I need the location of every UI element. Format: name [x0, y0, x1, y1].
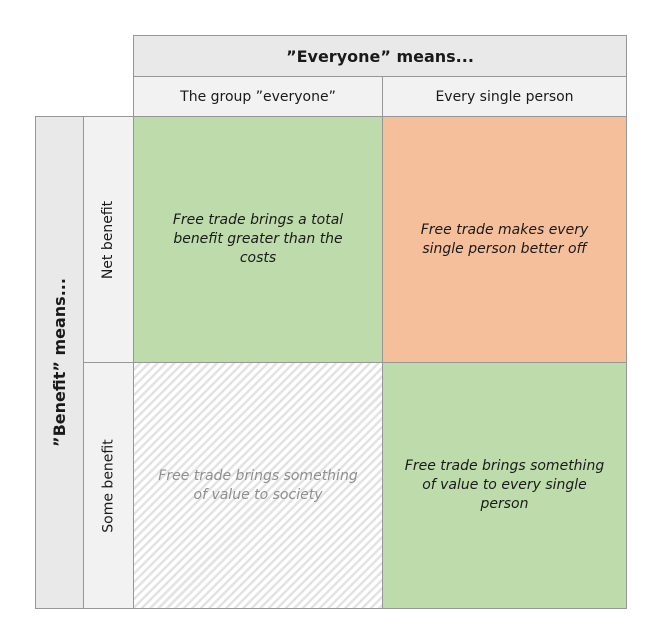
quadrant-text-line: of value to every single	[422, 477, 587, 493]
col-header-cell-group-everyone: The group ”everyone”	[133, 76, 383, 117]
row-header-title: ”Benefit” means...	[50, 278, 69, 447]
quadrant-text-line: benefit greater than the	[173, 231, 343, 247]
quadrant-text: Free trade brings something of value to …	[158, 467, 357, 505]
row-header-cell-net-benefit: Net benefit	[83, 116, 134, 363]
quadrant-some-benefit-every-person: Free trade brings something of value to …	[382, 362, 627, 609]
col-header-cell-every-single-person: Every single person	[382, 76, 627, 117]
quadrant-text: Free trade makes every single person bet…	[421, 221, 589, 259]
quadrant-net-benefit-every-person: Free trade makes every single person bet…	[382, 116, 627, 363]
quadrant-text: Free trade brings something of value to …	[405, 457, 604, 514]
quadrant-text: Free trade brings a total benefit greate…	[173, 211, 343, 268]
row-header-cell-some-benefit: Some benefit	[83, 362, 134, 609]
quadrant-text-line: Free trade brings a total	[172, 212, 344, 228]
col-header-label: The group ”everyone”	[180, 88, 336, 105]
quadrant-text-line: Free trade makes every	[420, 221, 589, 238]
col-header-title: ”Everyone” means...	[286, 46, 474, 66]
col-header-title-cell: ”Everyone” means...	[133, 35, 627, 77]
quadrant-text-line: Free trade brings something	[404, 458, 605, 474]
row-header-title-cell: ”Benefit” means...	[35, 116, 84, 609]
quadrant-net-benefit-group: Free trade brings a total benefit greate…	[133, 116, 383, 363]
quadrant-text-line: of value to society	[193, 486, 323, 503]
quadrant-text-line: costs	[239, 250, 277, 266]
row-header-label: Some benefit	[100, 438, 117, 533]
quadrant-some-benefit-group: Free trade brings something of value to …	[133, 362, 383, 609]
quadrant-text-line: person	[480, 496, 529, 512]
row-header-label: Net benefit	[100, 200, 117, 279]
quadrant-text-line: single person better off	[422, 240, 587, 257]
col-header-label: Every single person	[435, 88, 574, 105]
quadrant-text-line: Free trade brings something	[158, 467, 358, 484]
